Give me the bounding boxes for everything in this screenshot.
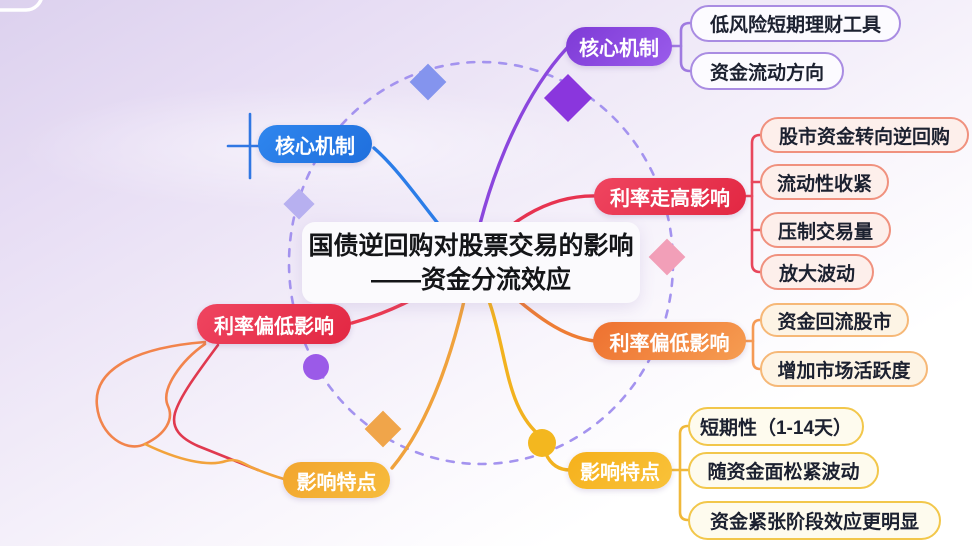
child-node[interactable]: 股市资金转向逆回购 [760, 117, 969, 153]
branch-node-rate-high[interactable]: 利率走高影响 [594, 178, 746, 215]
offscreen-card-corner [0, 0, 43, 12]
child-node[interactable]: 资金紧张阶段效应更明显 [688, 501, 941, 540]
branch-node-rate-low-right[interactable]: 利率偏低影响 [593, 322, 746, 360]
branch-hook-feature-right [544, 452, 572, 472]
central-topic-line1: 国债逆回购对股票交易的影响 [308, 231, 634, 260]
bracket-feature-children [670, 424, 690, 522]
loop-tail-warm [95, 340, 207, 448]
diamond-purple [543, 73, 593, 123]
circle-yellow [528, 429, 556, 457]
bracket-core-children [670, 21, 692, 73]
bracket-rate-low-children [744, 318, 762, 371]
circle-purple [303, 354, 329, 380]
diamond-periwinkle [283, 188, 315, 220]
child-node[interactable]: 低风险短期理财工具 [690, 5, 901, 42]
diamond-pink [648, 238, 686, 276]
orbit-decorations [283, 63, 686, 457]
loop-tail-red [172, 343, 260, 472]
diamond-lightblue [409, 63, 447, 101]
diamond-orange [364, 410, 402, 448]
central-topic-line2: ——资金分流效应 [370, 265, 571, 294]
central-topic-node[interactable]: 国债逆回购对股票交易的影响 ——资金分流效应 [302, 222, 640, 303]
child-node[interactable]: 短期性（1-14天） [688, 407, 864, 446]
branch-node-feature-right[interactable]: 影响特点 [568, 452, 672, 489]
child-node[interactable]: 流动性收紧 [760, 164, 889, 200]
branch-node-feature-left[interactable]: 影响特点 [283, 462, 390, 498]
child-node[interactable]: 压制交易量 [760, 212, 891, 248]
bracket-rate-high-children [744, 133, 762, 274]
child-node[interactable]: 随资金面松紧波动 [688, 452, 879, 489]
child-node[interactable]: 增加市场活跃度 [760, 351, 928, 387]
child-node[interactable]: 资金回流股市 [760, 303, 909, 337]
loop-tail-orange [143, 442, 286, 481]
child-node[interactable]: 资金流动方向 [690, 52, 844, 90]
branch-node-rate-low-left[interactable]: 利率偏低影响 [197, 304, 351, 344]
branch-node-core-left[interactable]: 核心机制 [258, 125, 372, 163]
child-node[interactable]: 放大波动 [760, 254, 874, 290]
branch-node-core-right[interactable]: 核心机制 [566, 27, 672, 66]
